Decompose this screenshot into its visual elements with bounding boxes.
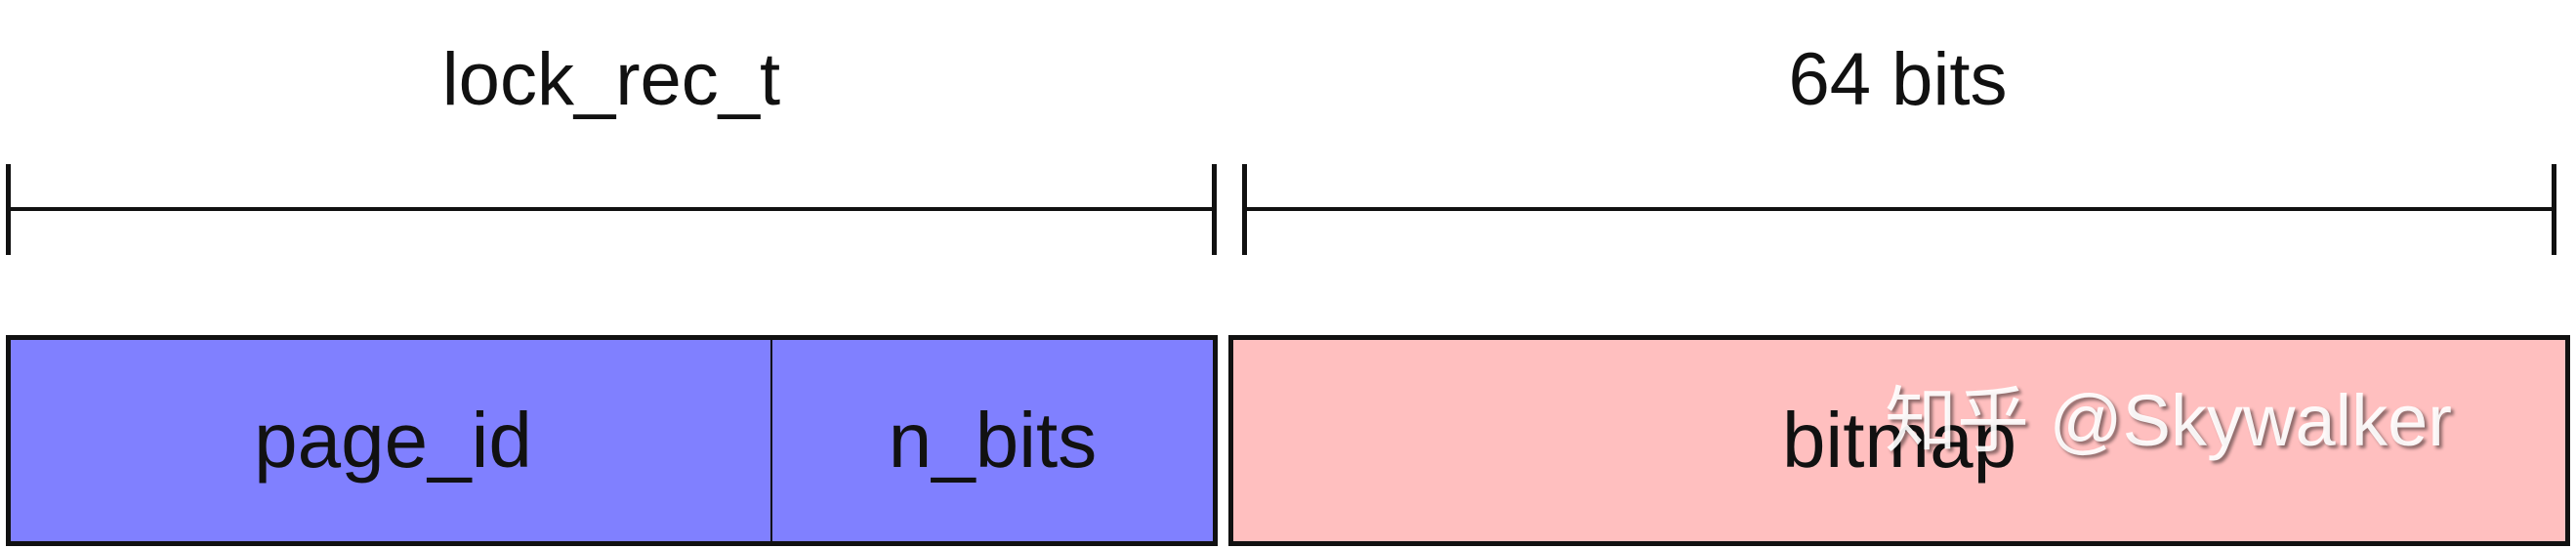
n-bits-field: n_bits — [770, 335, 1218, 546]
right-dimension-line — [1244, 207, 2554, 211]
page-id-label: page_id — [254, 397, 532, 484]
page-id-field: page_id — [6, 335, 777, 546]
bitmap-size-label: 64 bits — [1788, 38, 2008, 121]
n-bits-label: n_bits — [888, 397, 1098, 484]
watermark: 知乎 @Skywalker — [1885, 380, 2452, 461]
bitmap-field: bitmap — [1228, 335, 2570, 546]
right-bracket-end-tick — [2552, 164, 2556, 255]
left-bracket-end-tick — [1212, 164, 1217, 255]
left-dimension-line — [8, 207, 1215, 211]
bitmap-label: bitmap — [1781, 397, 2017, 484]
lock-rec-t-label: lock_rec_t — [441, 38, 781, 121]
